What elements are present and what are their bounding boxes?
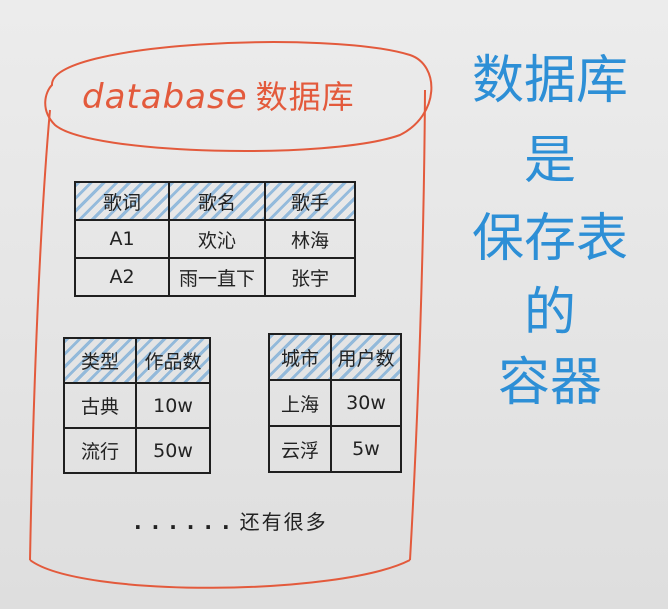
cylinder-left-side bbox=[29, 109, 51, 561]
more-text: 还有很多 bbox=[239, 510, 328, 534]
more-tables-note: ......还有很多 bbox=[134, 506, 328, 535]
table-cell: 张宇 bbox=[264, 257, 356, 297]
cylinder-top-ellipse bbox=[44, 41, 433, 152]
cylinder-bottom-curve bbox=[29, 559, 411, 589]
table-header-cell: 歌手 bbox=[264, 181, 356, 221]
table-cell: 50w bbox=[135, 427, 211, 474]
table-header-row: 歌词 歌名 歌手 bbox=[74, 181, 356, 221]
ellipsis: ...... bbox=[134, 510, 240, 534]
table-cell: 上海 bbox=[268, 379, 332, 427]
table-cell: 欢沁 bbox=[168, 219, 266, 259]
table-cell: A2 bbox=[74, 257, 170, 297]
cities-table: 城市 用户数 上海 30w 云浮 5w bbox=[268, 333, 402, 473]
side-note-line: 是 bbox=[523, 131, 576, 191]
table-cell: 林海 bbox=[264, 219, 356, 259]
table-row: A1 欢沁 林海 bbox=[74, 219, 356, 259]
side-note-line: 的 bbox=[523, 283, 576, 343]
table-cell: 云浮 bbox=[268, 425, 332, 473]
table-cell: 5w bbox=[330, 425, 402, 473]
table-row: 古典 10w bbox=[63, 382, 211, 429]
table-header-cell: 城市 bbox=[268, 333, 332, 381]
database-label-cn: 数据库 bbox=[255, 78, 355, 116]
table-header-row: 类型 作品数 bbox=[63, 337, 211, 384]
table-cell: 10w bbox=[135, 382, 211, 429]
table-cell: 古典 bbox=[63, 382, 137, 429]
table-cell: 30w bbox=[330, 379, 402, 427]
table-header-cell: 用户数 bbox=[330, 333, 402, 381]
table-cell: 流行 bbox=[63, 427, 137, 474]
table-cell: A1 bbox=[74, 219, 170, 259]
table-cell: 雨一直下 bbox=[168, 257, 266, 297]
table-row: A2 雨一直下 张宇 bbox=[74, 257, 356, 297]
table-row: 流行 50w bbox=[63, 427, 211, 474]
cylinder-right-side bbox=[409, 89, 426, 561]
table-header-cell: 歌词 bbox=[74, 181, 170, 221]
side-note-line: 保存表 bbox=[471, 209, 628, 269]
side-note-line: 数据库 bbox=[471, 51, 628, 111]
genres-table: 类型 作品数 古典 10w 流行 50w bbox=[63, 337, 211, 474]
songs-table: 歌词 歌名 歌手 A1 欢沁 林海 A2 雨一直下 张宇 bbox=[74, 181, 356, 297]
table-row: 云浮 5w bbox=[268, 425, 402, 473]
table-header-cell: 类型 bbox=[63, 337, 137, 384]
table-header-row: 城市 用户数 bbox=[268, 333, 402, 381]
database-label-en: database bbox=[82, 77, 248, 117]
side-note: 数据库 是 保存表 的 容器 bbox=[440, 55, 660, 409]
table-row: 上海 30w bbox=[268, 379, 402, 427]
side-note-line: 容器 bbox=[497, 353, 602, 413]
table-header-cell: 歌名 bbox=[168, 181, 266, 221]
table-header-cell: 作品数 bbox=[135, 337, 211, 384]
